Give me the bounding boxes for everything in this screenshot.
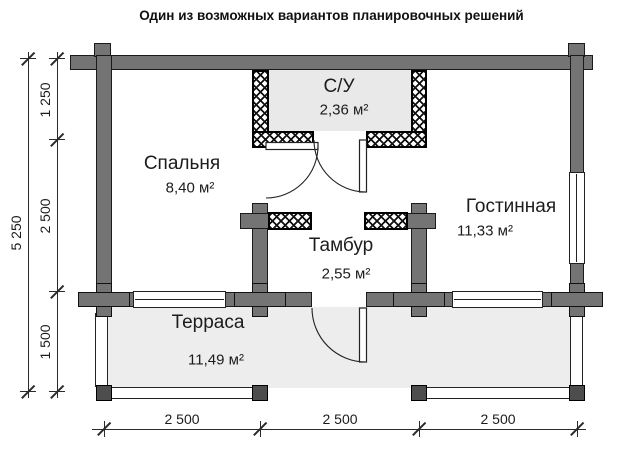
- terrace-post-2: [252, 385, 268, 401]
- dim-stub: [419, 421, 420, 437]
- door-arc-terrace: [311, 307, 367, 363]
- log-joint-2-horizontal: [234, 292, 286, 307]
- page-title: Один из возможных вариантов планировочны…: [139, 8, 524, 23]
- dim-label-bottom-2: 2 500: [322, 411, 358, 427]
- dim-stub: [20, 58, 36, 59]
- terrace-post-4: [569, 385, 585, 401]
- room-area-vestibule: 2,55 м²: [321, 265, 371, 283]
- log-joint-1-horizontal: [78, 292, 130, 307]
- door-leaf-bathroom: [358, 139, 368, 193]
- dim-label-left-1: 1 250: [37, 82, 53, 118]
- dim-stub: [260, 421, 261, 437]
- terrace-post-1: [96, 385, 112, 401]
- window-bedroom-terrace: [133, 291, 226, 308]
- room-area-bathroom: 2,36 м²: [319, 101, 369, 119]
- door-leaf-bedroom: [265, 141, 319, 151]
- dimension-line-left-outer: [28, 52, 29, 398]
- dim-stub: [49, 291, 65, 292]
- dim-label-bottom-3: 2 500: [480, 411, 516, 427]
- dim-stub: [20, 391, 36, 392]
- window-pane-line: [454, 298, 541, 300]
- dimension-line-left-inner: [57, 52, 58, 398]
- terrace-post-3: [411, 385, 427, 401]
- dim-stub: [49, 58, 65, 59]
- door-leaf-terrace: [358, 307, 368, 363]
- window-pane-line: [576, 174, 577, 262]
- dim-stub: [49, 391, 65, 392]
- door-arc-bathroom: [313, 139, 367, 193]
- window-living-terrace: [452, 291, 543, 308]
- window-living-right: [569, 172, 585, 264]
- room-label-bathroom: С/У: [323, 76, 355, 97]
- dim-stub: [577, 421, 578, 437]
- wall-top: [70, 55, 593, 70]
- dim-label-total-height: 5 250: [8, 215, 24, 251]
- hatch-wall-bathroom-bottom-right: [366, 131, 427, 148]
- window-pane-line: [135, 298, 224, 300]
- room-label-terrace: Терраса: [171, 312, 245, 333]
- dim-label-left-2: 2 500: [37, 198, 53, 234]
- log-joint-4-horizontal: [551, 292, 603, 307]
- terrace-floor: [96, 307, 583, 388]
- room-area-living-room: 11,33 м²: [457, 222, 513, 240]
- hatch-wall-vestibule-left: [268, 212, 312, 230]
- dim-label-left-3: 1 500: [37, 324, 53, 360]
- log-joint-3-horizontal: [393, 292, 445, 307]
- room-label-living-room: Гостинная: [465, 196, 557, 217]
- room-label-bedroom: Спальня: [143, 153, 221, 174]
- dim-label-bottom-1: 2 500: [164, 411, 200, 427]
- dim-stub: [49, 139, 65, 140]
- dim-stub: [104, 421, 105, 437]
- room-area-bedroom: 8,40 м²: [165, 179, 215, 197]
- room-label-vestibule: Тамбур: [308, 235, 374, 256]
- room-area-terrace: 11,49 м²: [188, 351, 244, 369]
- door-arc-bedroom: [265, 145, 319, 199]
- dimension-line-bottom: [92, 429, 586, 430]
- bathroom-floor: [269, 70, 411, 131]
- hatch-wall-vestibule-right: [364, 212, 408, 230]
